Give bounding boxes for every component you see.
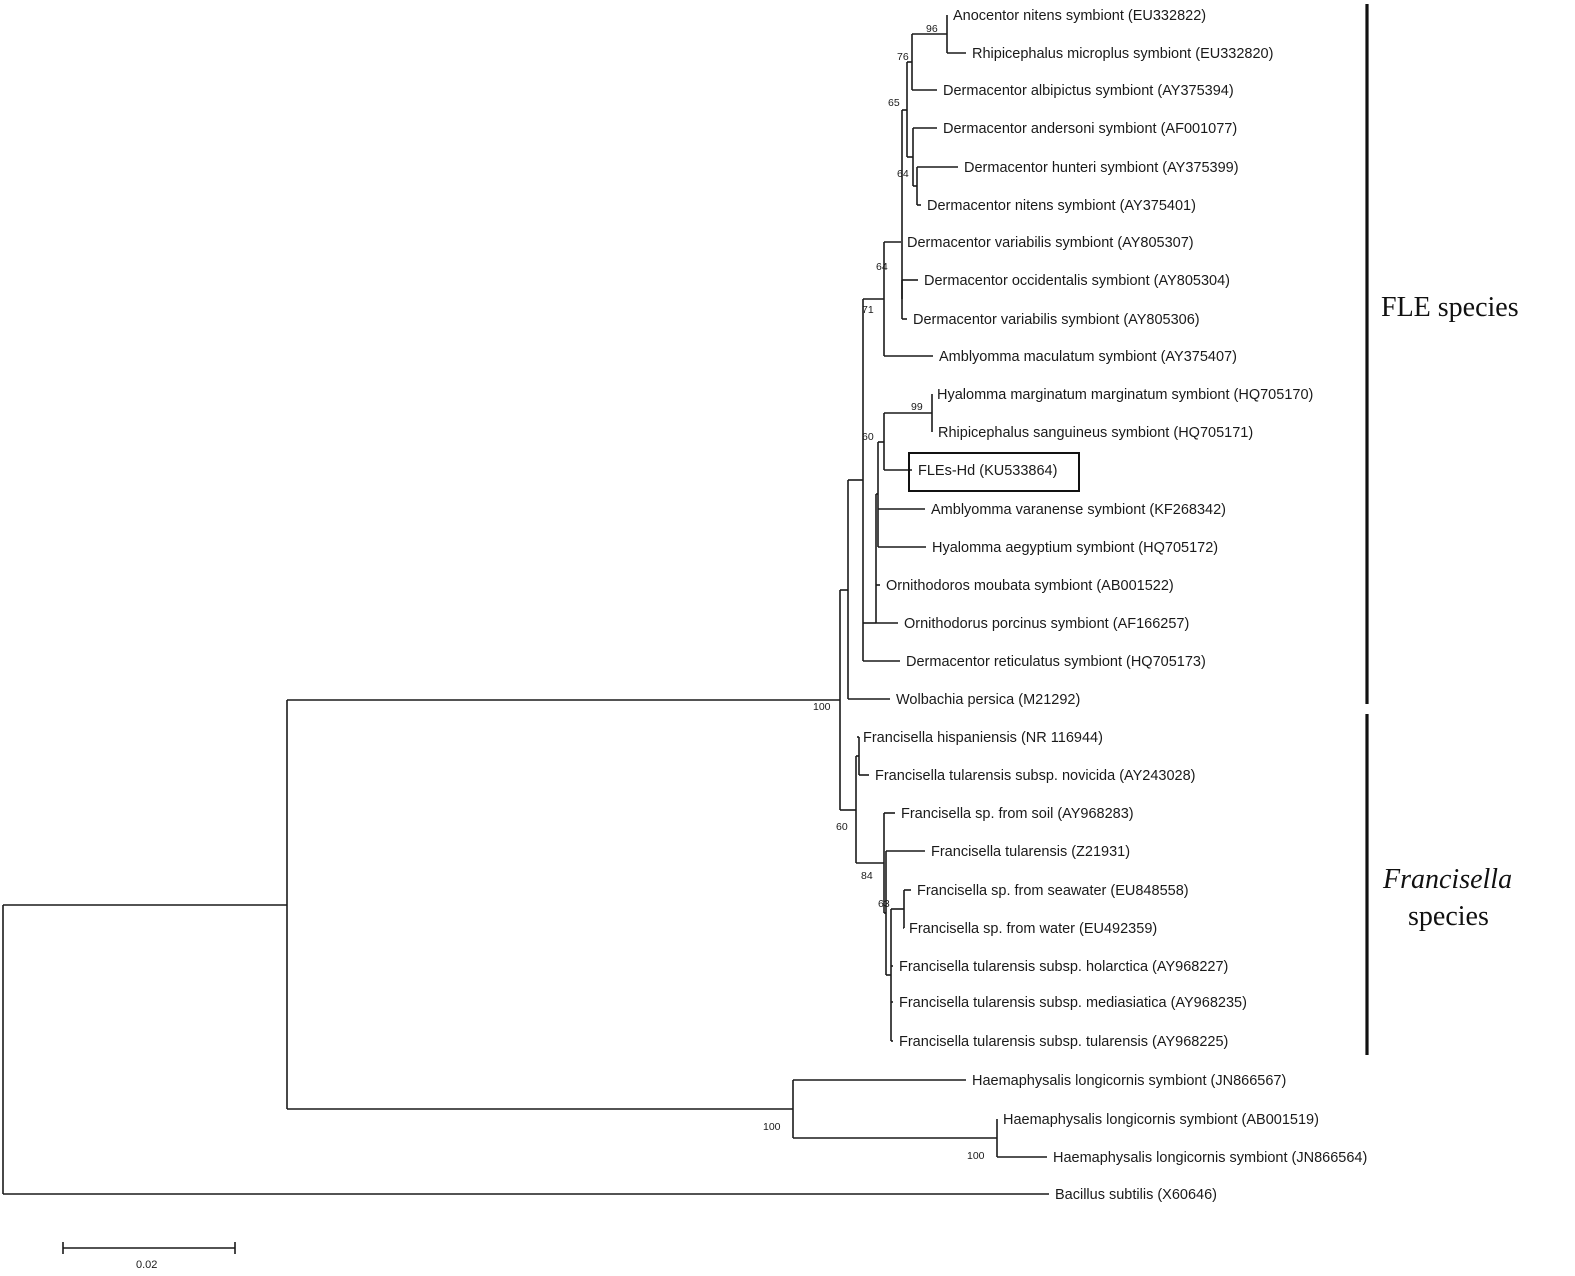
taxon-label: Ornithodorus porcinus symbiont (AF166257… bbox=[904, 616, 1189, 632]
scale-bar-label: 0.02 bbox=[136, 1259, 157, 1271]
taxon-label: FLEs-Hd (KU533864) bbox=[918, 463, 1057, 479]
taxon-label: Francisella tularensis (Z21931) bbox=[931, 844, 1130, 860]
scale-bar: 0.02 bbox=[62, 1242, 236, 1271]
taxon-label: Amblyomma maculatum symbiont (AY375407) bbox=[939, 349, 1237, 365]
taxon-label: Dermacentor nitens symbiont (AY375401) bbox=[927, 198, 1196, 214]
taxon-label: Francisella sp. from seawater (EU848558) bbox=[917, 883, 1189, 899]
bootstrap-value: 64 bbox=[897, 168, 909, 180]
bootstrap-value: 84 bbox=[861, 870, 873, 882]
bootstrap-value: 60 bbox=[862, 431, 874, 443]
taxon-label: Bacillus subtilis (X60646) bbox=[1055, 1187, 1217, 1203]
taxon-label: Wolbachia persica (M21292) bbox=[896, 692, 1080, 708]
taxon-label: Francisella tularensis subsp. novicida (… bbox=[875, 768, 1196, 784]
fle-species-label-line: FLE species bbox=[1381, 292, 1519, 323]
tree-branches bbox=[2, 15, 1049, 1195]
bootstrap-value: 71 bbox=[862, 304, 874, 316]
taxon-label: Francisella tularensis subsp. holarctica… bbox=[899, 959, 1228, 975]
taxon-label: Anocentor nitens symbiont (EU332822) bbox=[953, 8, 1206, 24]
francisella-label-line-1: Francisella bbox=[1382, 864, 1512, 895]
bootstrap-labels: 96 76 65 64 64 71 99 60 100 60 84 63 100 100 bbox=[763, 23, 985, 1162]
taxon-labels: Anocentor nitens symbiont (EU332822) Rhip… bbox=[863, 8, 1367, 1203]
taxon-label: Dermacentor hunteri symbiont (AY375399) bbox=[964, 160, 1239, 176]
taxon-label: Haemaphysalis longicornis symbiont (JN86… bbox=[972, 1073, 1286, 1089]
fles-hd-highlight-box bbox=[908, 452, 1080, 492]
taxon-label: Haemaphysalis longicornis symbiont (AB00… bbox=[1003, 1112, 1319, 1128]
taxon-label: Dermacentor reticulatus symbiont (HQ7051… bbox=[906, 654, 1206, 670]
taxon-label: Ornithodoros moubata symbiont (AB001522) bbox=[886, 578, 1174, 594]
taxon-label: Dermacentor variabilis symbiont (AY80530… bbox=[913, 312, 1200, 328]
taxon-label: Hyalomma aegyptium symbiont (HQ705172) bbox=[932, 540, 1218, 556]
taxon-label: Francisella sp. from soil (AY968283) bbox=[901, 806, 1134, 822]
bootstrap-value: 100 bbox=[813, 701, 831, 713]
taxon-label: Rhipicephalus sanguineus symbiont (HQ705… bbox=[938, 425, 1253, 441]
taxon-label: Francisella hispaniensis (NR 116944) bbox=[863, 730, 1103, 746]
taxon-label: Francisella sp. from water (EU492359) bbox=[909, 921, 1157, 937]
taxon-label: Haemaphysalis longicornis symbiont (JN86… bbox=[1053, 1150, 1367, 1166]
bootstrap-value: 63 bbox=[878, 898, 890, 910]
taxon-label: Hyalomma marginatum marginatum symbiont … bbox=[937, 387, 1313, 403]
bootstrap-value: 99 bbox=[911, 401, 923, 413]
francisella-species-label: Francisella species bbox=[1382, 864, 1519, 932]
bootstrap-value: 100 bbox=[967, 1150, 985, 1162]
taxon-label: Dermacentor variabilis symbiont (AY80530… bbox=[907, 235, 1194, 251]
bootstrap-value: 65 bbox=[888, 97, 900, 109]
bootstrap-value: 60 bbox=[836, 821, 848, 833]
taxon-label: Dermacentor occidentalis symbiont (AY805… bbox=[924, 273, 1230, 289]
fle-species-label: FLE species bbox=[1381, 292, 1519, 323]
taxon-label: Francisella tularensis subsp. mediasiati… bbox=[899, 995, 1247, 1011]
bootstrap-value: 100 bbox=[763, 1121, 781, 1133]
francisella-label-line-2: species bbox=[1408, 901, 1489, 932]
bootstrap-value: 76 bbox=[897, 51, 909, 63]
bootstrap-value: 64 bbox=[876, 261, 888, 273]
taxon-label: Dermacentor albipictus symbiont (AY37539… bbox=[943, 83, 1234, 99]
bootstrap-value: 96 bbox=[926, 23, 938, 35]
taxon-label: Francisella tularensis subsp. tularensis… bbox=[899, 1034, 1228, 1050]
taxon-label: Dermacentor andersoni symbiont (AF001077… bbox=[943, 121, 1237, 137]
taxon-label: Rhipicephalus microplus symbiont (EU3328… bbox=[972, 46, 1273, 62]
taxon-label: Amblyomma varanense symbiont (KF268342) bbox=[931, 502, 1226, 518]
